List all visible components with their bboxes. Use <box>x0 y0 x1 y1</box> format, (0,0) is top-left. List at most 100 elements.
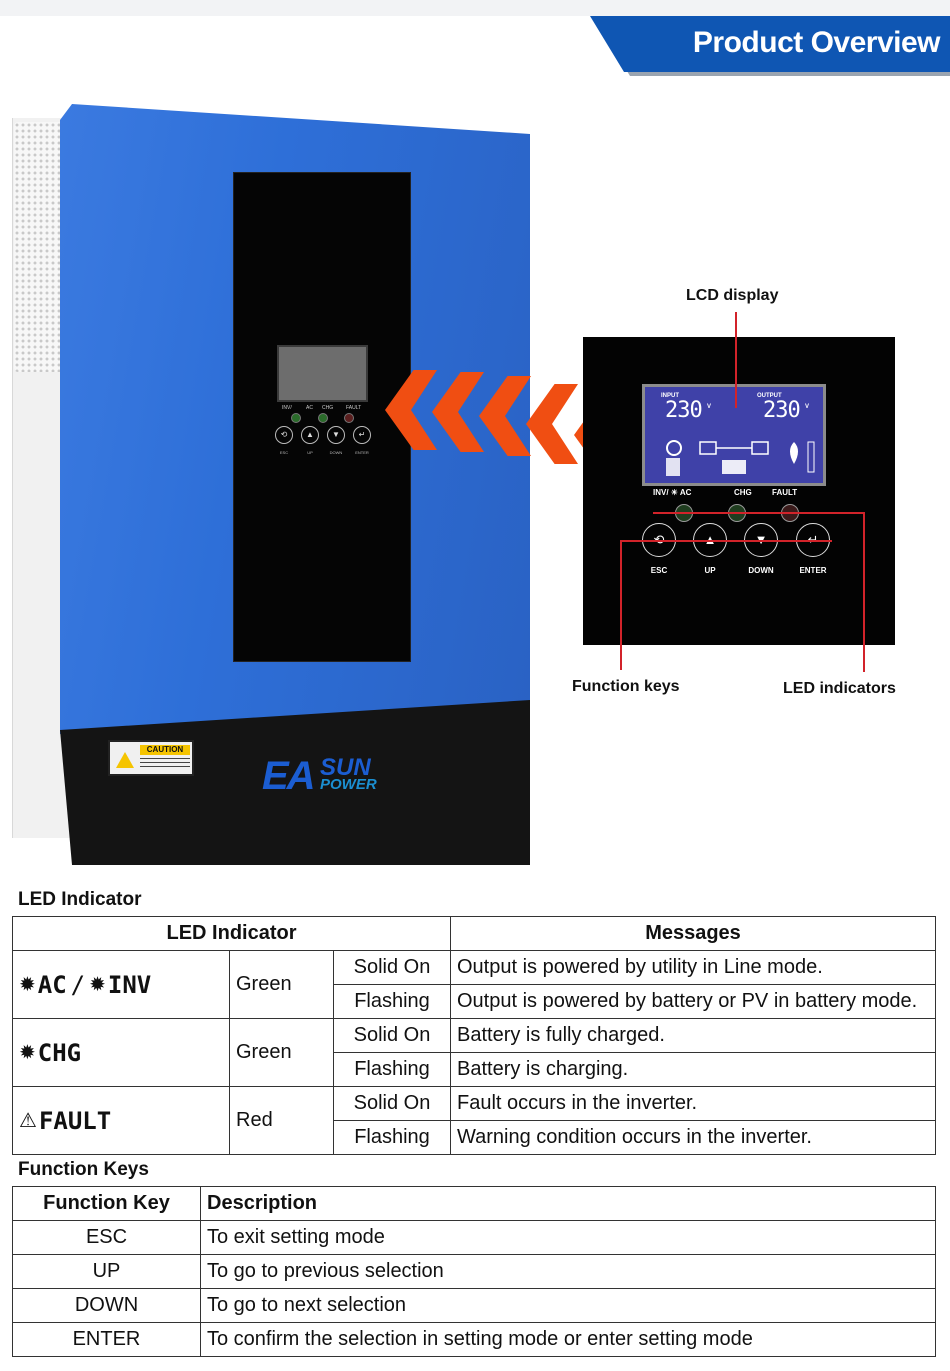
mini-led-label-inv: INV/ <box>282 405 292 411</box>
enter-key-label: ENTER <box>799 566 827 575</box>
led-callout-line-h <box>653 512 865 514</box>
led-state-cell: Flashing <box>333 1052 451 1087</box>
mini-enter-key: ↵ <box>353 426 371 444</box>
function-key-cell: UP <box>12 1254 201 1289</box>
lcd-output-value: 230 <box>763 398 801 423</box>
header-led-indicator: LED Indicator <box>12 916 451 951</box>
mini-up-label: UP <box>307 450 313 455</box>
sun-icon: ✹ <box>19 974 36 996</box>
device-mini-lcd <box>277 345 368 402</box>
table-row: ✹CHG Green Solid On Battery is fully cha… <box>12 1018 936 1087</box>
top-strip <box>0 0 950 16</box>
lcd-display-label: LCD display <box>686 287 779 304</box>
mini-led-ac-inv <box>291 413 301 423</box>
mini-led-label-fault: FAULT <box>346 405 362 411</box>
function-section-title: Function Keys <box>18 1159 149 1180</box>
table-row: Flashing Warning condition occurs in the… <box>13 1120 936 1155</box>
function-key-cell: DOWN <box>12 1288 201 1323</box>
mini-up-key: ▲ <box>301 426 319 444</box>
led-name-fault: FAULT <box>38 1106 112 1135</box>
sun-icon: ✹ <box>19 1042 36 1064</box>
led-name-chg: CHG <box>37 1038 82 1067</box>
device-base <box>60 700 530 865</box>
function-description-cell: To exit setting mode <box>200 1220 936 1255</box>
mini-enter-label: ENTER <box>355 450 369 455</box>
logo-sun: SUN <box>320 754 371 781</box>
function-key-cell: ESC <box>12 1220 201 1255</box>
down-key-label: DOWN <box>748 566 774 575</box>
table-row: Flashing Battery is charging. <box>13 1052 936 1087</box>
table-row: Flashing Output is powered by battery or… <box>13 984 936 1019</box>
page-title: Product Overview <box>692 26 941 59</box>
led-indicators-label: LED indicators <box>783 680 896 697</box>
function-key-cell: ENTER <box>12 1322 201 1357</box>
function-keys-label: Function keys <box>572 678 680 695</box>
led-color-cell: Red <box>229 1086 334 1155</box>
led-name-ac: AC <box>37 970 67 999</box>
led-name-cell: ✹CHG <box>12 1018 230 1087</box>
led-caption-fault: FAULT <box>772 488 798 497</box>
up-key-label: UP <box>704 566 716 575</box>
lcd-input-label: INPUT <box>661 393 679 399</box>
esc-key-label: ESC <box>650 566 668 575</box>
led-color-cell: Green <box>229 950 334 1019</box>
led-message-cell: Warning condition occurs in the inverter… <box>450 1120 936 1155</box>
table-row: ✹AC/✹INV Green Solid On Output is powere… <box>12 950 936 1019</box>
lcd-input-unit: V <box>707 404 712 410</box>
caution-fine-print <box>140 758 190 770</box>
keys-callout-line-h <box>620 540 832 542</box>
header-description: Description <box>200 1186 936 1221</box>
mini-down-key: ▼ <box>327 426 345 444</box>
led-message-cell: Battery is fully charged. <box>450 1018 936 1053</box>
table-header-row: LED Indicator Messages <box>12 916 936 951</box>
table-row: DOWN To go to next selection <box>12 1288 936 1323</box>
table-row: ESC To exit setting mode <box>12 1220 936 1255</box>
led-name-inv: INV <box>107 970 152 999</box>
led-name-cell: ✹AC/✹INV <box>12 950 230 1019</box>
mini-led-fault <box>344 413 354 423</box>
led-state-cell: Solid On <box>333 1086 451 1121</box>
led-message-cell: Output is powered by battery or PV in ba… <box>450 984 936 1019</box>
led-message-cell: Output is powered by utility in Line mod… <box>450 950 936 985</box>
function-description-cell: To confirm the selection in setting mode… <box>200 1322 936 1357</box>
warning-icon: ⚠ <box>19 1110 37 1132</box>
warning-triangle-icon <box>116 752 134 768</box>
led-caption-inv-ac: INV/ ☀ AC <box>653 488 692 497</box>
header-banner <box>590 16 950 72</box>
led-state-cell: Solid On <box>333 950 451 985</box>
arrow-chevron-icon <box>526 384 578 464</box>
logo-power: POWER <box>320 776 377 793</box>
lcd-callout-line <box>735 312 737 408</box>
function-keys-table: Function Key Description ESC To exit set… <box>12 1186 936 1357</box>
mini-led-label-chg: CHG <box>322 405 334 411</box>
lcd-flow-icons <box>666 440 815 476</box>
half-sun-icon: ✹ <box>89 974 106 996</box>
mini-led-chg <box>318 413 328 423</box>
led-message-cell: Fault occurs in the inverter. <box>450 1086 936 1121</box>
table-row: UP To go to previous selection <box>12 1254 936 1289</box>
led-section-title: LED Indicator <box>18 889 142 910</box>
lcd-input-value: 230 <box>665 398 703 423</box>
header-function-key: Function Key <box>12 1186 201 1221</box>
led-state-cell: Flashing <box>333 1120 451 1155</box>
logo-ea: EA <box>262 754 316 798</box>
mini-down-label: DOWN <box>329 450 343 455</box>
led-indicator-table: LED Indicator Messages ✹AC/✹INV Green So… <box>12 916 936 1155</box>
led-message-cell: Battery is charging. <box>450 1052 936 1087</box>
mini-esc-key: ⟲ <box>275 426 293 444</box>
led-caption-chg: CHG <box>734 488 752 497</box>
table-header-row: Function Key Description <box>12 1186 936 1221</box>
caution-sticker: CAUTION <box>108 740 194 776</box>
led-color-cell: Green <box>229 1018 334 1087</box>
keys-callout-line-v <box>620 540 622 670</box>
led-callout-line-v <box>863 512 865 672</box>
mini-led-label-ac: AC <box>306 405 313 411</box>
lcd-output-label: OUTPUT <box>757 393 782 399</box>
led-name-cell: ⚠FAULT <box>12 1086 230 1155</box>
led-state-cell: Solid On <box>333 1018 451 1053</box>
led-name-separator: / <box>70 970 86 999</box>
function-description-cell: To go to next selection <box>200 1288 936 1323</box>
table-row: ENTER To confirm the selection in settin… <box>12 1322 936 1357</box>
function-description-cell: To go to previous selection <box>200 1254 936 1289</box>
mini-esc-label: ESC <box>279 450 289 455</box>
